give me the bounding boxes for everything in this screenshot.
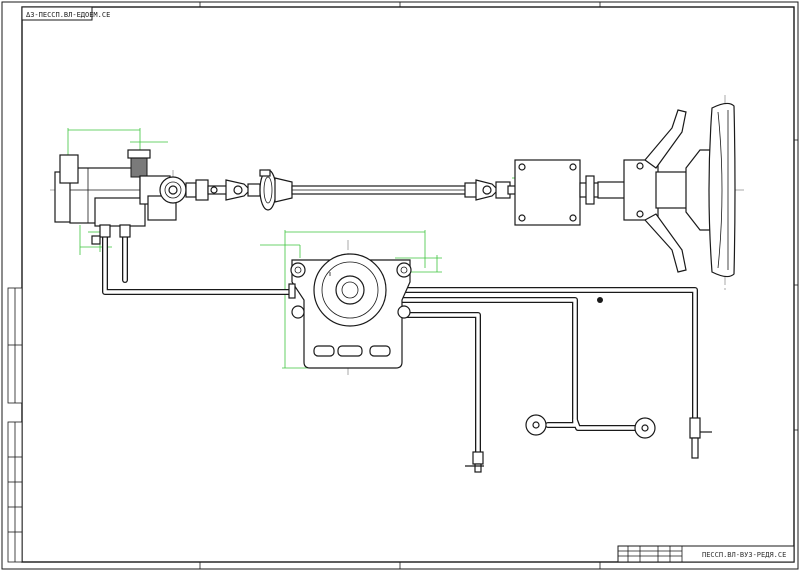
steering-shaft <box>291 185 471 195</box>
steering-gear-housing <box>54 149 197 245</box>
drawing-code-text: ΔЗ-ПЕССП.ВЛ-ЕДОЕМ.СЕ <box>26 11 110 19</box>
title-block: ПЕССП.ВЛ-ВУЗ-РЕДЯ.СЕ <box>617 545 795 563</box>
steering-column-housing <box>623 149 711 231</box>
drawing-code-box: ΔЗ-ПЕССП.ВЛ-ЕДОЕМ.СЕ <box>21 6 110 21</box>
title-block-code: ПЕССП.ВЛ-ВУЗ-РЕДЯ.СЕ <box>702 551 786 559</box>
column-mounting-bracket <box>514 159 627 226</box>
hydraulic-pump <box>288 253 412 369</box>
line-end-fittings <box>465 414 712 473</box>
upper-universal-joint <box>464 179 519 201</box>
intermediate-universal-joint <box>195 169 293 211</box>
steering-wheel <box>644 102 736 278</box>
left-margin-stamps <box>7 287 23 563</box>
